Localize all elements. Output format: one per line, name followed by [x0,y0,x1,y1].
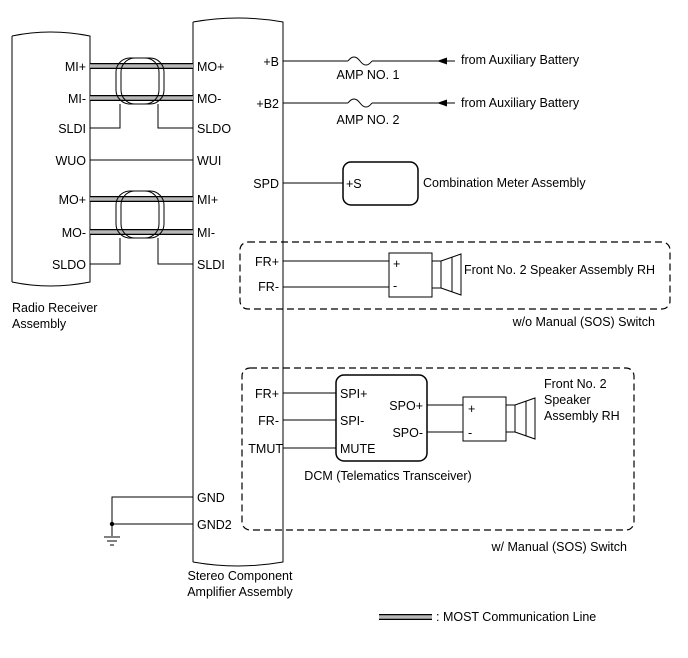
dcm-label: DCM (Telematics Transceiver) [304,469,471,483]
radio-amp-wiring [90,57,193,265]
amp-pin-spd: SPD [253,177,279,191]
speaker-a-label: Front No. 2 Speaker Assembly RH [464,263,655,277]
group-with-sos: SPI+ SPI- MUTE SPO+ SPO- + - Front No. 2… [241,367,635,554]
fuse-icon [347,98,373,108]
dcm-box: SPI+ SPI- MUTE SPO+ SPO- [335,374,428,462]
amp-pin-fr-plus-b: FR+ [255,387,279,401]
speaker-b-label-line3: Assembly RH [544,409,620,423]
dcm-pin-spi-minus: SPI- [340,414,364,428]
amplifier-label-line1: Stereo Component [188,569,293,583]
legend: : MOST Communication Line [379,610,596,624]
legend-label: : MOST Communication Line [436,610,596,624]
fuse-icon [347,56,373,66]
group-without-sos: + - Front No. 2 Speaker Assembly RH w/o … [239,241,671,329]
dcm-pin-spi-plus: SPI+ [340,387,367,401]
speaker-b-pin-minus: - [468,426,472,440]
amp-pin-b: +B [263,55,279,69]
dcm-pin-spo-minus: SPO- [392,426,423,440]
dcm-pin-spo-plus: SPO+ [389,399,423,413]
power-feed-amp-no1: AMP NO. 1 from Auxiliary Battery [283,53,580,82]
ground-icon [104,536,120,546]
source-label-2: from Auxiliary Battery [461,96,580,110]
group-without-sos-caption: w/o Manual (SOS) Switch [512,315,655,329]
speaker-a-pin-plus: + [393,257,400,271]
speaker-icon [431,253,462,296]
radio-pin-mi-minus: MI- [68,92,86,106]
dcm-pin-mute: MUTE [340,442,375,456]
group-with-sos-caption: w/ Manual (SOS) Switch [491,540,628,554]
amp-pin-mo-plus: MO+ [197,60,224,74]
fuse-label-amp-no2: AMP NO. 2 [337,113,400,127]
radio-receiver-label-line1: Radio Receiver [12,301,97,315]
radio-pin-sldo: SLDO [52,258,86,272]
amplifier-assembly: MO+ MO- SLDO WUI MI+ MI- SLDI GND GND2 +… [187,17,294,599]
radio-receiver-assembly: MI+ MI- SLDI WUO MO+ MO- SLDO Radio Rece… [11,31,97,331]
amp-pin-fr-plus-a: FR+ [255,255,279,269]
radio-pin-mi-plus: MI+ [65,60,86,74]
radio-pin-mo-plus: MO+ [59,193,86,207]
speaker-b-pin-plus: + [468,402,475,416]
amp-pin-mi-minus: MI- [197,226,215,240]
speaker-a-pin-minus: - [393,279,397,293]
source-label-1: from Auxiliary Battery [461,53,580,67]
meter-pin-s: +S [346,177,362,191]
speaker-b-label-line1: Front No. 2 [544,377,607,391]
combination-meter: +S Combination Meter Assembly [283,161,586,206]
meter-label: Combination Meter Assembly [423,176,586,190]
radio-pin-mo-minus: MO- [62,226,86,240]
amp-pin-gnd2: GND2 [197,518,232,532]
speaker-b-label-line2: Speaker [544,393,591,407]
amplifier-label-line2: Amplifier Assembly [187,585,293,599]
arrow-left-icon [437,99,447,107]
radio-pin-wuo: WUO [55,154,86,168]
ground-wiring [104,496,193,546]
amp-pin-sldo: SLDO [197,122,231,136]
amp-pin-mo-minus: MO- [197,92,221,106]
amp-pin-wui: WUI [197,154,221,168]
radio-receiver-label-line2: Assembly [12,317,67,331]
amp-pin-mi-plus: MI+ [197,193,218,207]
amp-pin-gnd: GND [197,491,225,505]
fuse-label-amp-no1: AMP NO. 1 [337,68,400,82]
amp-pin-tmut: TMUT [248,442,283,456]
amp-pin-sldi: SLDI [197,258,225,272]
amp-pin-b2: +B2 [256,97,279,111]
speaker-icon [505,397,536,440]
arrow-left-icon [437,57,447,65]
radio-pin-sldi: SLDI [58,122,86,136]
amp-pin-fr-minus-a: FR- [258,280,279,294]
amp-pin-fr-minus-b: FR- [258,414,279,428]
power-feed-amp-no2: AMP NO. 2 from Auxiliary Battery [283,96,580,127]
